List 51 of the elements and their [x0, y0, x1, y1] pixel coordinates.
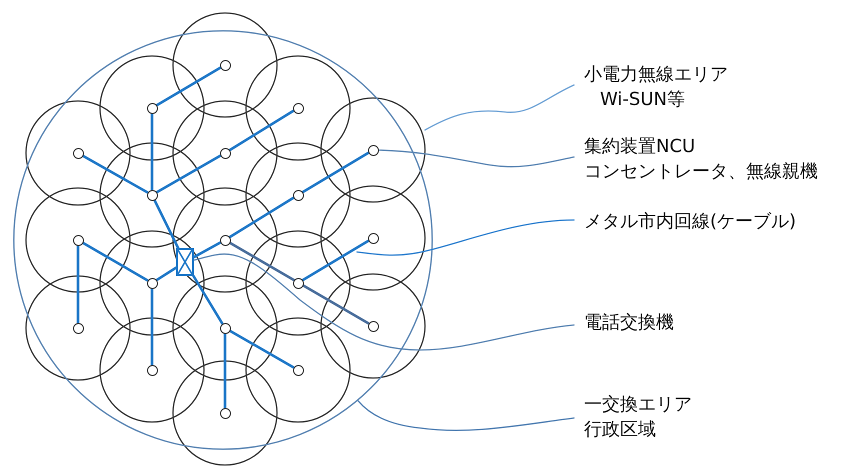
cable-line: [301, 240, 370, 282]
cable-line: [153, 198, 180, 250]
terminal-dot: [220, 148, 230, 158]
terminal-dot: [146, 102, 158, 114]
cable-line: [228, 241, 370, 325]
cable-line: [150, 112, 154, 191]
terminal-dot: [368, 320, 378, 332]
cable-line: [155, 66, 222, 106]
callout-text: 集約装置NCU: [584, 135, 696, 159]
cable-line: [224, 332, 226, 409]
terminal-dot: [146, 278, 158, 288]
leader-line: [356, 219, 575, 256]
callout-text: コンセントレータ、無線親機: [584, 160, 818, 184]
terminal-dot: [292, 278, 304, 288]
leader-line: [378, 149, 575, 168]
terminal-dot: [292, 364, 304, 376]
callout-text: メタル市内回線(ケーブル): [584, 210, 796, 234]
cable-line: [76, 244, 80, 324]
cable-line: [301, 152, 370, 194]
callout-text: Wi-SUN等: [599, 88, 686, 112]
terminal-dot: [220, 60, 230, 70]
cable-line: [192, 241, 222, 258]
leader-line: [424, 84, 575, 131]
terminal-dot: [368, 232, 378, 244]
callout-text: 行政区域: [584, 418, 657, 442]
leader-line: [357, 400, 575, 432]
callout-text: 電話交換機: [584, 311, 674, 335]
cable-line: [155, 266, 178, 282]
terminal-dot: [220, 234, 230, 246]
leader-line: [193, 254, 575, 351]
terminal-dot: [72, 234, 84, 246]
terminal-dot: [292, 190, 304, 200]
terminal-dot: [368, 144, 378, 156]
cable-line: [228, 196, 295, 238]
terminal-dot: [292, 102, 304, 114]
callout-text: 一交換エリア: [584, 393, 692, 417]
terminal-dot: [220, 408, 230, 418]
cable-line: [81, 241, 149, 282]
cable-line: [150, 287, 154, 366]
terminal-dot: [146, 364, 158, 376]
terminal-dot: [146, 190, 158, 200]
terminal-dot: [220, 322, 230, 334]
cable-line: [192, 274, 224, 325]
cable-line: [155, 154, 222, 194]
cable-line: [81, 154, 149, 194]
callout-text: 小電力無線エリア: [584, 63, 728, 87]
cable-line: [228, 329, 295, 369]
exchange-box: [176, 248, 194, 276]
terminal-dot: [72, 148, 84, 158]
terminal-dot: [72, 322, 84, 334]
cable-line: [228, 110, 295, 152]
